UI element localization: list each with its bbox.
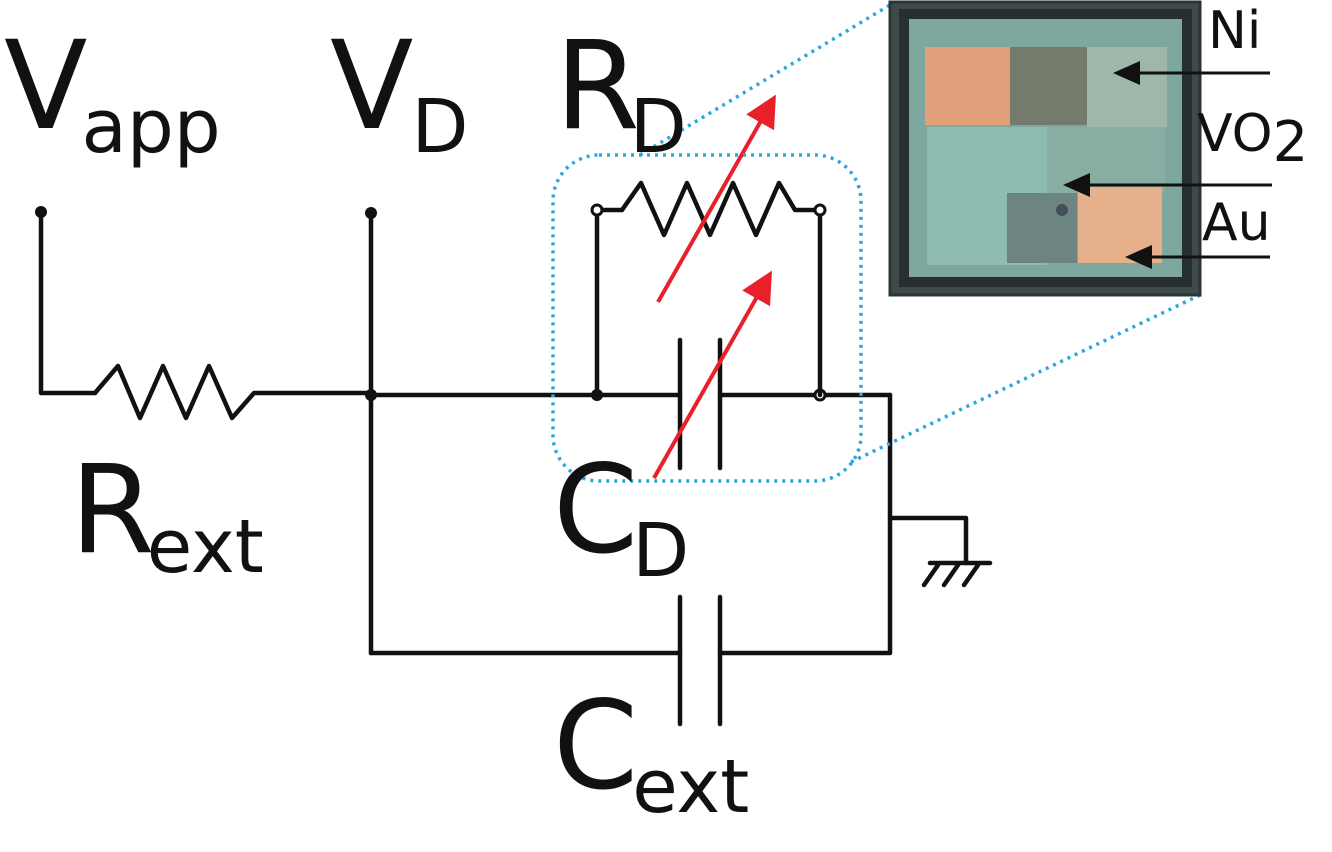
label-vapp: Vapp bbox=[4, 15, 221, 170]
ground-icon bbox=[887, 515, 993, 588]
label-rext: Rext bbox=[70, 439, 264, 590]
chip-label-ni: Ni bbox=[1113, 1, 1270, 85]
device-highlight bbox=[551, 3, 1201, 483]
rd-resistor bbox=[590, 180, 827, 398]
cext-branch bbox=[368, 392, 893, 727]
variable-resistor-arrow bbox=[656, 94, 776, 303]
rext-resistor bbox=[92, 363, 373, 421]
svg-text:Ni: Ni bbox=[1208, 1, 1261, 61]
main-line bbox=[368, 388, 893, 402]
chip-label-vo2: VO2 bbox=[1063, 104, 1308, 197]
svg-text:Au: Au bbox=[1202, 193, 1271, 253]
svg-text:VO2: VO2 bbox=[1197, 104, 1308, 175]
vapp-terminal bbox=[35, 206, 98, 396]
label-cext: Cext bbox=[553, 675, 749, 830]
chip-image bbox=[888, 0, 1202, 297]
label-rd: RD bbox=[555, 15, 687, 170]
label-vd: VD bbox=[330, 15, 468, 170]
variable-capacitor-arrow bbox=[652, 270, 772, 479]
chip-label-au: Au bbox=[1125, 193, 1271, 269]
label-cd: CD bbox=[553, 439, 689, 594]
vd-terminal bbox=[365, 207, 377, 656]
cd-capacitor bbox=[677, 337, 723, 471]
